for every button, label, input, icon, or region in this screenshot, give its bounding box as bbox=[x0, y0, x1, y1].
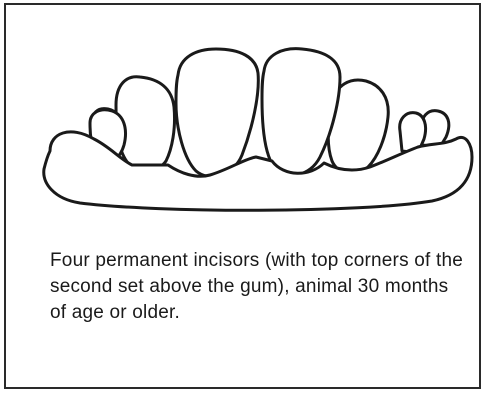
figure-caption: Four permanent incisors (with top corner… bbox=[50, 248, 470, 326]
left-central-incisor bbox=[176, 49, 258, 177]
teeth-drawing bbox=[20, 33, 480, 213]
figure-frame: Four permanent incisors (with top corner… bbox=[4, 3, 481, 389]
teeth-illustration bbox=[20, 33, 480, 213]
right-central-incisor bbox=[262, 49, 340, 176]
